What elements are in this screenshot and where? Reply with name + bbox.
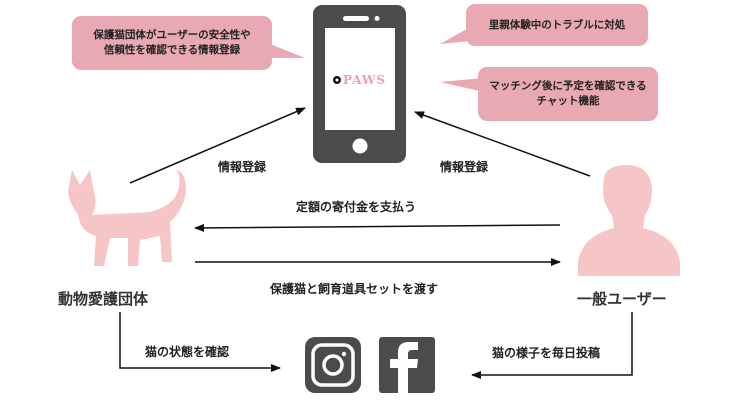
arrow-donation: [194, 223, 561, 232]
bubble-text: チャット機能: [536, 95, 600, 107]
person-icon: [578, 165, 680, 276]
bubble-chat: マッチング後に予定を確認できる チャット機能: [478, 67, 658, 121]
actor-organization: 動物愛護団体: [58, 290, 149, 308]
bubble-registration: 保護猫団体がユーザーの安全性や 信頼性を確認できる情報登録: [72, 16, 272, 70]
smartphone-icon: [313, 5, 406, 163]
label-user-register: 情報登録: [440, 160, 489, 174]
bubble-text: マッチング後に予定を確認できる: [489, 80, 647, 92]
cat-icon: [68, 170, 186, 266]
bubble-trouble-shape: [440, 4, 648, 46]
bubble-text: 里親体験中のトラブルに対処: [488, 18, 626, 31]
instagram-icon: [305, 337, 361, 393]
arrow-daily-post: [471, 312, 633, 379]
bubble-text: 保護猫団体がユーザーの安全性や: [93, 29, 251, 41]
actor-user: 一般ユーザー: [577, 290, 667, 308]
bubble-chat-shape: [440, 67, 658, 121]
label-donation: 定額の寄付金を支払う: [296, 200, 417, 214]
label-delivery: 保護猫と飼育道具セットを渡す: [270, 282, 439, 296]
bubble-text: 信頼性を確認できる情報登録: [103, 44, 241, 56]
facebook-icon: [379, 337, 435, 393]
arrow-user-register: [414, 111, 591, 177]
label-org-register: 情報登録: [218, 160, 267, 174]
bubble-registration-shape: [72, 16, 305, 70]
arrow-org-register: [129, 107, 306, 184]
bubble-trouble: 里親体験中のトラブルに対処: [466, 4, 648, 46]
label-check-status: 猫の状態を確認: [145, 345, 230, 359]
app-logo: PAWS: [343, 73, 387, 87]
label-daily-post: 猫の様子を毎日投稿: [492, 346, 601, 360]
arrow-check-status: [119, 312, 281, 372]
